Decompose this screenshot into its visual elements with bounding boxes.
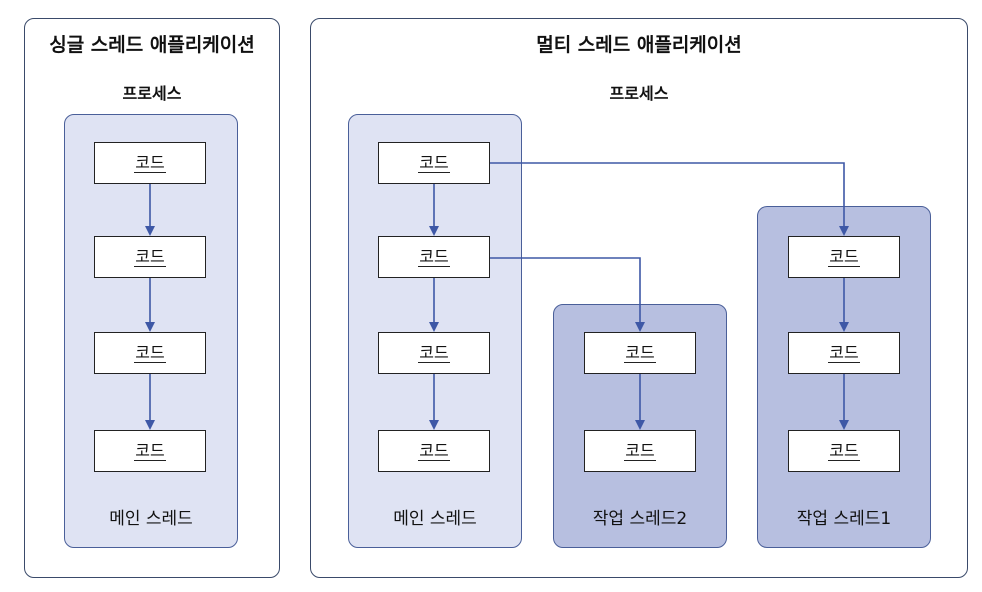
multi-main-code-box-1: 코드 bbox=[378, 142, 490, 184]
worker1-code-box-1: 코드 bbox=[788, 236, 900, 278]
single-code-box-4: 코드 bbox=[94, 430, 206, 472]
single-thread-title: 싱글 스레드 애플리케이션 bbox=[49, 34, 255, 56]
code-label: 코드 bbox=[134, 246, 166, 267]
code-label: 코드 bbox=[828, 246, 860, 267]
multi-process-label: 프로세스 bbox=[609, 84, 669, 103]
code-label: 코드 bbox=[418, 342, 450, 363]
code-label: 코드 bbox=[624, 342, 656, 363]
code-label: 코드 bbox=[134, 440, 166, 461]
single-main-thread-label: 메인 스레드 bbox=[109, 509, 193, 529]
single-code-box-3: 코드 bbox=[94, 332, 206, 374]
single-code-box-2: 코드 bbox=[94, 236, 206, 278]
code-label: 코드 bbox=[134, 342, 166, 363]
code-label: 코드 bbox=[418, 440, 450, 461]
code-label: 코드 bbox=[134, 152, 166, 173]
multi-thread-title: 멀티 스레드 애플리케이션 bbox=[536, 34, 742, 56]
single-code-box-1: 코드 bbox=[94, 142, 206, 184]
code-label: 코드 bbox=[828, 342, 860, 363]
multi-main-code-box-2: 코드 bbox=[378, 236, 490, 278]
worker1-code-box-3: 코드 bbox=[788, 430, 900, 472]
code-label: 코드 bbox=[828, 440, 860, 461]
worker2-code-box-1: 코드 bbox=[584, 332, 696, 374]
worker-thread-2-label: 작업 스레드2 bbox=[592, 509, 688, 529]
worker2-code-box-2: 코드 bbox=[584, 430, 696, 472]
single-process-label: 프로세스 bbox=[122, 84, 182, 103]
worker1-code-box-2: 코드 bbox=[788, 332, 900, 374]
code-label: 코드 bbox=[418, 246, 450, 267]
multi-main-thread-label: 메인 스레드 bbox=[393, 509, 477, 529]
multi-main-code-box-4: 코드 bbox=[378, 430, 490, 472]
multi-main-code-box-3: 코드 bbox=[378, 332, 490, 374]
worker-thread-1-label: 작업 스레드1 bbox=[796, 509, 892, 529]
code-label: 코드 bbox=[418, 152, 450, 173]
code-label: 코드 bbox=[624, 440, 656, 461]
